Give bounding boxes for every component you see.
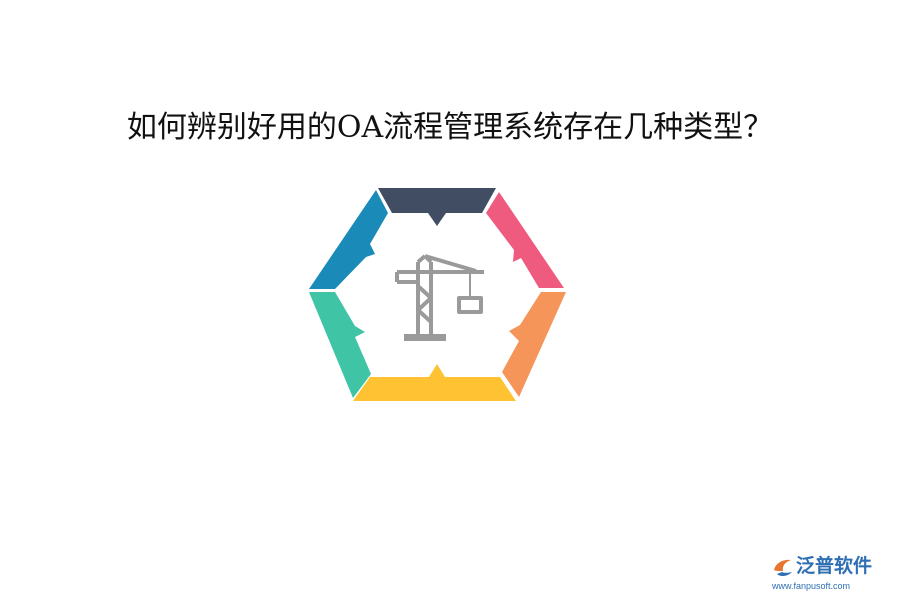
hexagon-segment-upper-left bbox=[309, 190, 388, 289]
fanpu-logo: 泛普软件 www.fanpusoft.com bbox=[770, 552, 895, 594]
logo-url: www.fanpusoft.com bbox=[772, 581, 851, 591]
page-title: 如何辨别好用的OA流程管理系统存在几种类型？ bbox=[126, 110, 774, 145]
hexagon-segment-lower-right bbox=[502, 292, 566, 397]
fanpu-logo-mark bbox=[774, 559, 792, 577]
crane-base bbox=[404, 334, 446, 341]
logo-name: 泛普软件 bbox=[796, 555, 873, 577]
hexagon-segment-lower-left bbox=[309, 292, 371, 398]
hexagon-cycle-diagram bbox=[309, 188, 566, 401]
hexagon-segment-top bbox=[378, 188, 496, 226]
crane-icon bbox=[395, 254, 484, 336]
hexagon-segment-upper-right bbox=[486, 192, 564, 288]
hexagon-segment-bottom bbox=[353, 364, 516, 401]
